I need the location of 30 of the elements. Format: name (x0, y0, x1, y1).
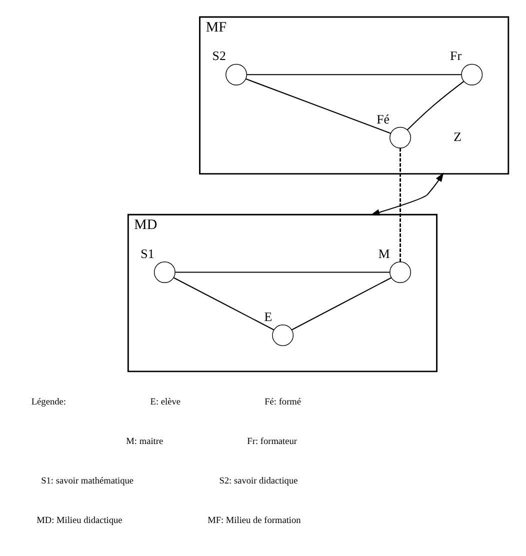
edge-label: Z (453, 130, 461, 144)
label: MD: Milieu didactique (36, 516, 122, 526)
connector (245, 78, 390, 134)
label: Fr: formateur (246, 437, 297, 448)
node-circle (389, 126, 411, 148)
node-circle (460, 64, 482, 86)
connector (290, 277, 391, 330)
label: M: maitre (126, 437, 163, 448)
node-circle (272, 324, 294, 346)
node-label: S1 (140, 246, 154, 261)
node-label: Fé (376, 112, 390, 126)
node-label: M (378, 246, 390, 261)
node-circle (153, 262, 175, 284)
label: S1: savoir mathématique (40, 476, 134, 486)
connector (399, 148, 400, 262)
node-label: E (264, 310, 272, 324)
node-circle (389, 262, 411, 284)
label: MF: Milieu de formation (207, 516, 300, 526)
label: Légende: (30, 398, 66, 408)
label: E: elève (150, 398, 180, 408)
label: Fé: formé (264, 398, 301, 408)
connector (246, 74, 461, 76)
connector (174, 272, 390, 273)
connector (173, 277, 274, 330)
label: S2: savoir didactique (218, 476, 298, 486)
connector (406, 81, 464, 130)
node-label: S2 (212, 49, 226, 64)
node-label: Fr (450, 49, 461, 64)
arrow (370, 172, 444, 216)
node-circle (225, 64, 247, 86)
